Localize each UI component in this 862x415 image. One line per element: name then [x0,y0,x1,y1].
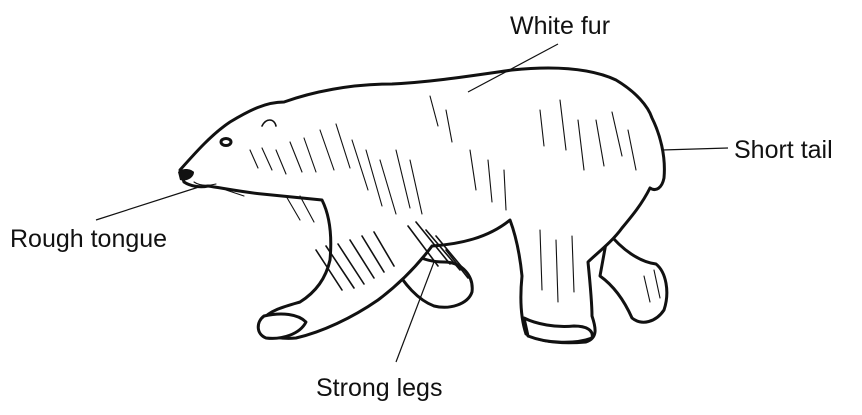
label-white-fur: White fur [510,12,610,40]
label-strong-legs: Strong legs [316,374,442,402]
polar-bear-illustration [178,68,667,343]
leader-short-tail [662,148,728,150]
label-rough-tongue: Rough tongue [10,225,167,253]
far-hind-leg [600,232,667,322]
label-short-tail: Short tail [734,136,833,164]
leader-rough-tongue [96,186,202,220]
eye [221,139,231,146]
